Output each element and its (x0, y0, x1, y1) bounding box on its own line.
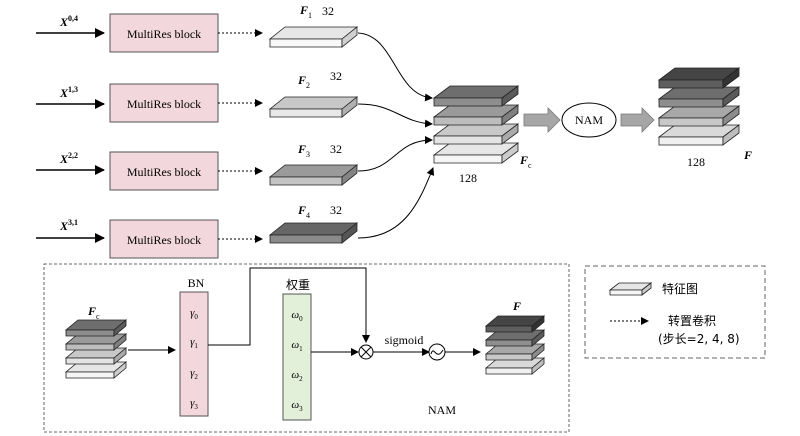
omega-0: ω0 (291, 309, 303, 323)
stack-layer (484, 315, 546, 333)
concat-connector-2 (357, 103, 433, 128)
input-row-3: X2,2 MultiRes block F3 32 (36, 142, 359, 191)
multires-block-label: MultiRes block (127, 165, 201, 179)
input-row-1: X0,4 MultiRes block F1 32 (36, 3, 359, 53)
stack-layer (484, 357, 546, 375)
stack-layer (432, 142, 520, 164)
detail-nam-caption: NAM (428, 403, 456, 417)
output-feature-stack (657, 67, 741, 146)
stack-layer (484, 343, 546, 361)
multires-block-label: MultiRes block (127, 27, 201, 41)
sigmoid-label: sigmoid (385, 333, 424, 347)
nam-module-label: NAM (575, 113, 603, 127)
multires-block-2 (109, 83, 219, 123)
legend-box (584, 265, 766, 359)
feature-f1-label: F1 (299, 3, 312, 20)
output-f-label: F (743, 148, 752, 162)
input-x-13: X1,3 (59, 85, 78, 100)
fat-arrow-from-nam (620, 107, 655, 133)
legend-feature-map-icon (608, 282, 653, 296)
skip-connection (208, 267, 370, 346)
detail-input-stack (64, 319, 128, 379)
concat-connector-3 (357, 136, 433, 172)
omega-1: ω1 (291, 339, 303, 353)
concat-connector-4 (357, 167, 435, 239)
multires-block-label: MultiRes block (127, 97, 201, 111)
bn-label: BN (188, 276, 205, 290)
nam-module (561, 102, 617, 138)
input-row-4: X3,1 MultiRes block F4 32 (36, 203, 359, 259)
stack-layer (64, 333, 128, 351)
stack-layer (657, 86, 741, 108)
feature-f2-label: F2 (297, 73, 310, 90)
stack-layer (432, 85, 520, 107)
sigmoid-icon (428, 343, 446, 361)
gamma-0: γ0 (190, 307, 198, 321)
input-row-2: X1,3 MultiRes block F2 32 (36, 69, 359, 123)
concat-feature-stack (432, 85, 520, 164)
stack-layer (657, 124, 741, 146)
nam-detail-panel (43, 263, 570, 433)
concat-channels: 128 (459, 171, 477, 185)
bn-gamma-column (179, 291, 209, 417)
legend-feature-map-label: 特征图 (662, 281, 698, 296)
concat-fc-label: Fc (519, 153, 532, 170)
stack-layer (432, 104, 520, 126)
gamma-3: γ3 (190, 397, 198, 411)
input-x-31: X3,1 (59, 218, 78, 233)
gamma-2: γ2 (190, 367, 198, 381)
detail-output-stack (484, 315, 546, 375)
concat-connector-1 (357, 32, 433, 102)
detail-fc-label: Fc (87, 304, 100, 321)
weight-omega-column (282, 293, 312, 421)
omega-3: ω3 (291, 399, 303, 413)
feature-map-f1 (268, 26, 359, 48)
stack-layer (657, 105, 741, 127)
omega-2: ω2 (291, 369, 303, 383)
stack-layer (432, 123, 520, 145)
multires-block-label: MultiRes block (127, 233, 201, 247)
input-x-22: X2,2 (59, 151, 78, 166)
weight-label: 权重 (286, 278, 310, 292)
stack-layer (64, 319, 128, 337)
stack-layer (484, 329, 546, 347)
feature-f4-label: F4 (297, 203, 310, 220)
fat-arrow-to-nam (523, 107, 561, 133)
legend-stride-label: (步长=2, 4, 8) (658, 332, 740, 346)
stack-layer (64, 361, 128, 379)
multiply-icon (358, 344, 374, 360)
input-x-04: X0,4 (59, 14, 78, 29)
feature-map-f4 (268, 222, 359, 244)
feature-f2-channels: 32 (330, 69, 342, 83)
feature-map-f3 (268, 164, 359, 186)
output-channels: 128 (687, 155, 705, 169)
feature-f3-channels: 32 (330, 142, 342, 156)
multires-block-3 (109, 151, 219, 191)
detail-output-f-label: F (512, 299, 521, 313)
feature-map-f2 (268, 96, 359, 118)
legend-transposed-conv-label: 转置卷积 (668, 313, 716, 328)
feature-f4-channels: 32 (330, 203, 342, 217)
stack-layer (64, 347, 128, 365)
gamma-1: γ1 (190, 336, 198, 350)
stack-layer (657, 67, 741, 89)
feature-f3-label: F3 (297, 142, 310, 159)
feature-f1-channels: 32 (322, 4, 334, 18)
